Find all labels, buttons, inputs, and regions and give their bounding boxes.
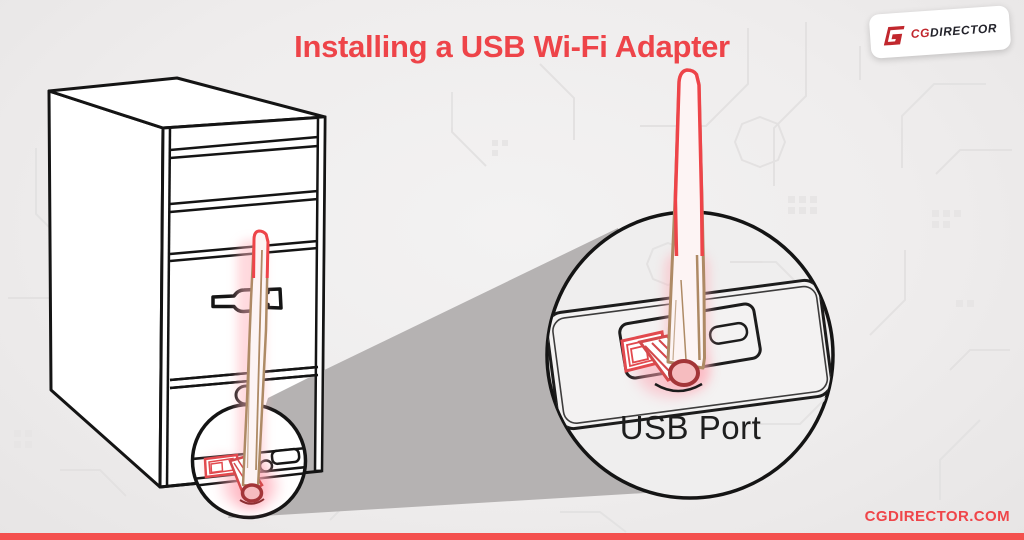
page-title: Installing a USB Wi-Fi Adapter [294,29,730,64]
adapter-shadow-small [239,498,265,505]
front-io-slot [270,447,301,466]
logo-text-cg: CG [910,25,931,42]
wifi-antenna-small [241,229,270,489]
antenna-hinge-small [240,483,264,503]
wifi-antenna-big [666,68,706,370]
logo-text: CGDIRECTOR [910,21,997,41]
tower-left-side [47,89,165,489]
io-slot-big [708,321,749,345]
antenna-hinge-big [668,359,700,387]
cgdirector-g-icon [883,25,905,46]
logo-text-director: DIRECTOR [929,21,998,40]
adapter-shadow-big [654,382,703,393]
cgdirector-logo: CGDIRECTOR [868,5,1012,59]
bottom-accent-bar [0,533,1024,540]
usb-port-label: USB Port [619,409,762,446]
watermark-text: CGDIRECTOR.COM [864,508,1010,525]
